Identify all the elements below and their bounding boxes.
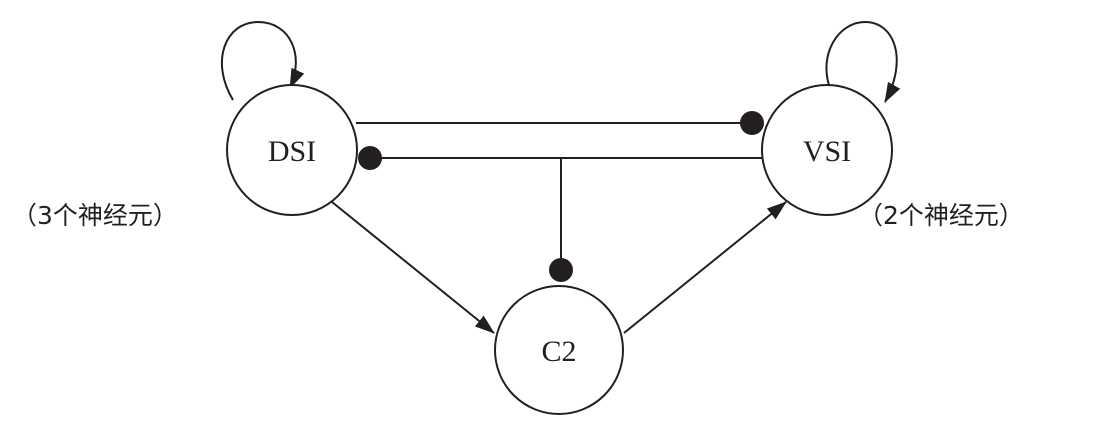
dsi-self-loop-edge [221,20,305,101]
vsi-node: VSI [761,84,893,216]
vsi-inhibitory-terminal [740,111,764,135]
vsi-self-loop-edge [825,20,901,103]
dsi-node: DSI [226,84,358,216]
vsi-neuron-count-note: （2个神经元） [858,201,1024,230]
c2-inhibitory-terminal [549,258,573,282]
dsi-to-c2-excitatory-edge [331,201,495,334]
c2-node: C2 [494,285,624,415]
dsi-inhibitory-terminal [358,146,382,170]
dsi-neuron-count-note: （3个神经元） [12,201,178,230]
dsi-label: DSI [268,135,316,168]
c2-label: C2 [541,335,576,368]
c2-to-vsi-excitatory-edge [623,201,787,334]
vsi-label: VSI [803,135,851,168]
